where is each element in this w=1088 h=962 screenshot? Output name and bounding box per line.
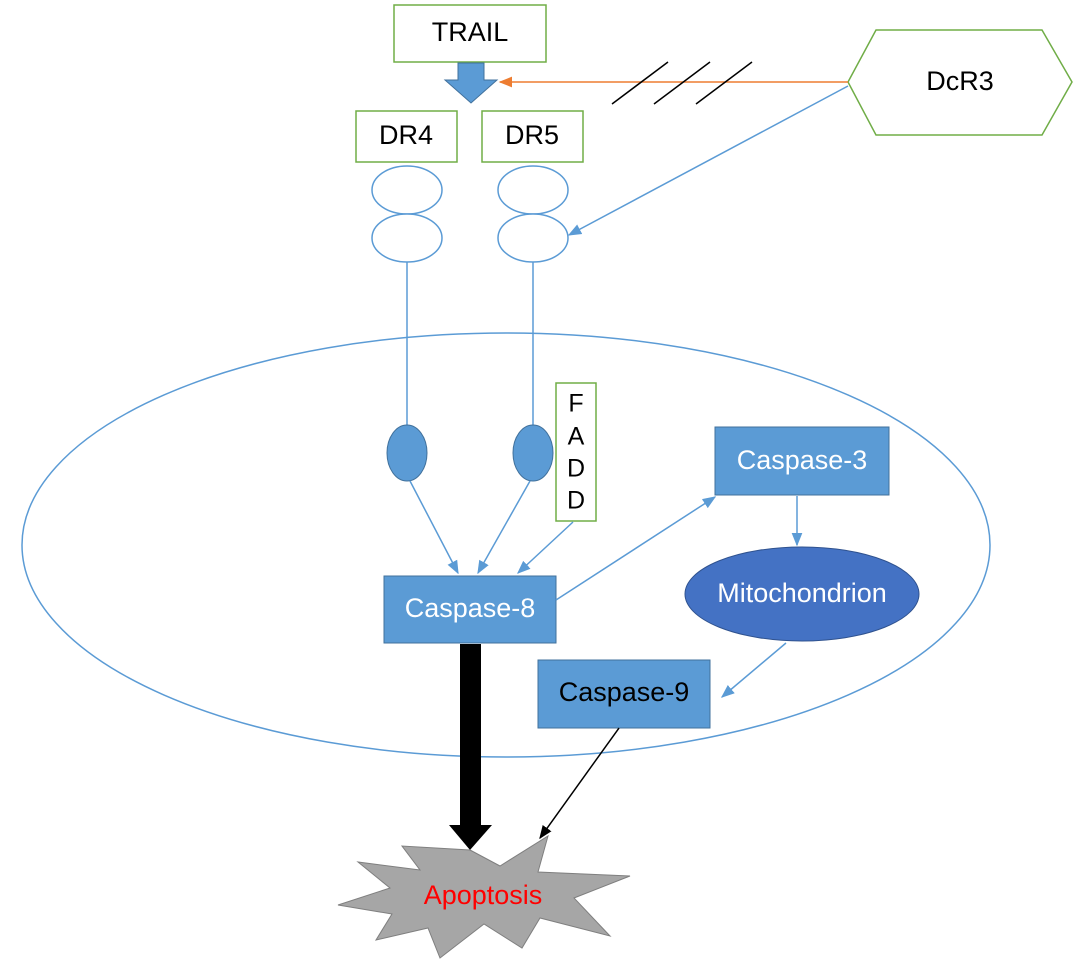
caspase9-to-apoptosis-arrow [539, 727, 620, 840]
caspase8-to-apoptosis-head [449, 825, 492, 850]
dr4-label: DR4 [379, 120, 433, 150]
caspase9-label: Caspase-9 [559, 677, 690, 707]
fadd-letter-4: D [567, 487, 585, 515]
fadd-to-caspase8-arrow [517, 521, 574, 574]
dr5-label: DR5 [505, 120, 559, 150]
dcr3-to-dr5-arrow [567, 85, 849, 236]
mitochondrion-to-caspase9-arrow [720, 642, 787, 698]
dr5-to-caspase8-arrow [477, 480, 531, 575]
fadd-letter-1: F [568, 390, 583, 418]
fadd-box [555, 382, 597, 522]
fadd-letter-3: D [567, 455, 585, 483]
block-slash-2 [653, 61, 711, 105]
caspase8-to-caspase3-arrow [555, 496, 717, 601]
block-slash-1 [611, 61, 669, 105]
mitochondrion-ellipse [684, 546, 920, 642]
caspase3-box [714, 426, 890, 496]
dr4-domain-upper [371, 165, 443, 215]
caspase9-box [537, 659, 711, 729]
dr5-domain-lower [497, 213, 569, 263]
dr4-domain-lower [371, 213, 443, 263]
dr4-to-caspase8-arrow [409, 480, 459, 575]
apoptosis-burst [337, 834, 631, 959]
trail-label: TRAIL [432, 17, 509, 47]
trail-binding-arrow [443, 62, 499, 104]
dr5-death-domain [512, 424, 554, 482]
caspase8-box [383, 575, 557, 644]
dcr3-label: DcR3 [926, 66, 994, 96]
dr4-box [355, 110, 458, 163]
trail-box [393, 4, 547, 63]
dr4-death-domain [386, 424, 428, 482]
cell-membrane [21, 332, 991, 758]
dr5-domain-upper [497, 165, 569, 215]
block-slash-3 [695, 61, 753, 105]
caspase8-to-apoptosis-shaft [460, 644, 481, 827]
mitochondrion-label: Mitochondrion [717, 578, 887, 608]
caspase3-label: Caspase-3 [737, 445, 868, 475]
dr5-box [481, 110, 584, 163]
apoptosis-label: Apoptosis [424, 880, 543, 910]
fadd-letter-2: A [568, 423, 585, 451]
caspase8-label: Caspase-8 [405, 593, 536, 623]
